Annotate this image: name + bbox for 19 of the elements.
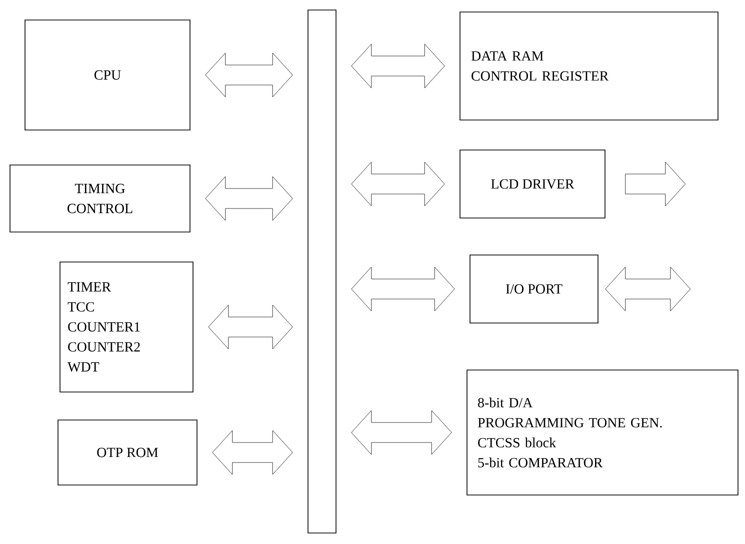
block-box: TIMER TCC COUNTER1 COUNTER2 WDT xyxy=(60,262,194,392)
block-arrow xyxy=(625,162,686,206)
block-arrow xyxy=(351,266,455,312)
bus-bar xyxy=(308,10,336,534)
block-box: CPU xyxy=(24,20,190,130)
block-box: DATA RAM CONTROL REGISTER xyxy=(460,12,718,120)
block-arrow xyxy=(205,176,293,221)
block-arrow xyxy=(205,52,293,98)
block-arrow xyxy=(605,266,691,312)
block-arrow xyxy=(351,44,445,88)
block-box: TIMING CONTROL xyxy=(10,164,190,232)
block-box: I/O PORT xyxy=(470,254,598,324)
block-arrow xyxy=(208,304,293,350)
block-box: 8-bit D/A PROGRAMMING TONE GEN. CTCSS block 5-bit COMPARATOR xyxy=(466,370,738,496)
block-arrow xyxy=(351,410,452,455)
block-box: LCD DRIVER xyxy=(460,150,606,218)
block-arrow xyxy=(212,430,293,475)
block-box: OTP ROM xyxy=(58,420,198,486)
block-arrow xyxy=(351,162,445,206)
